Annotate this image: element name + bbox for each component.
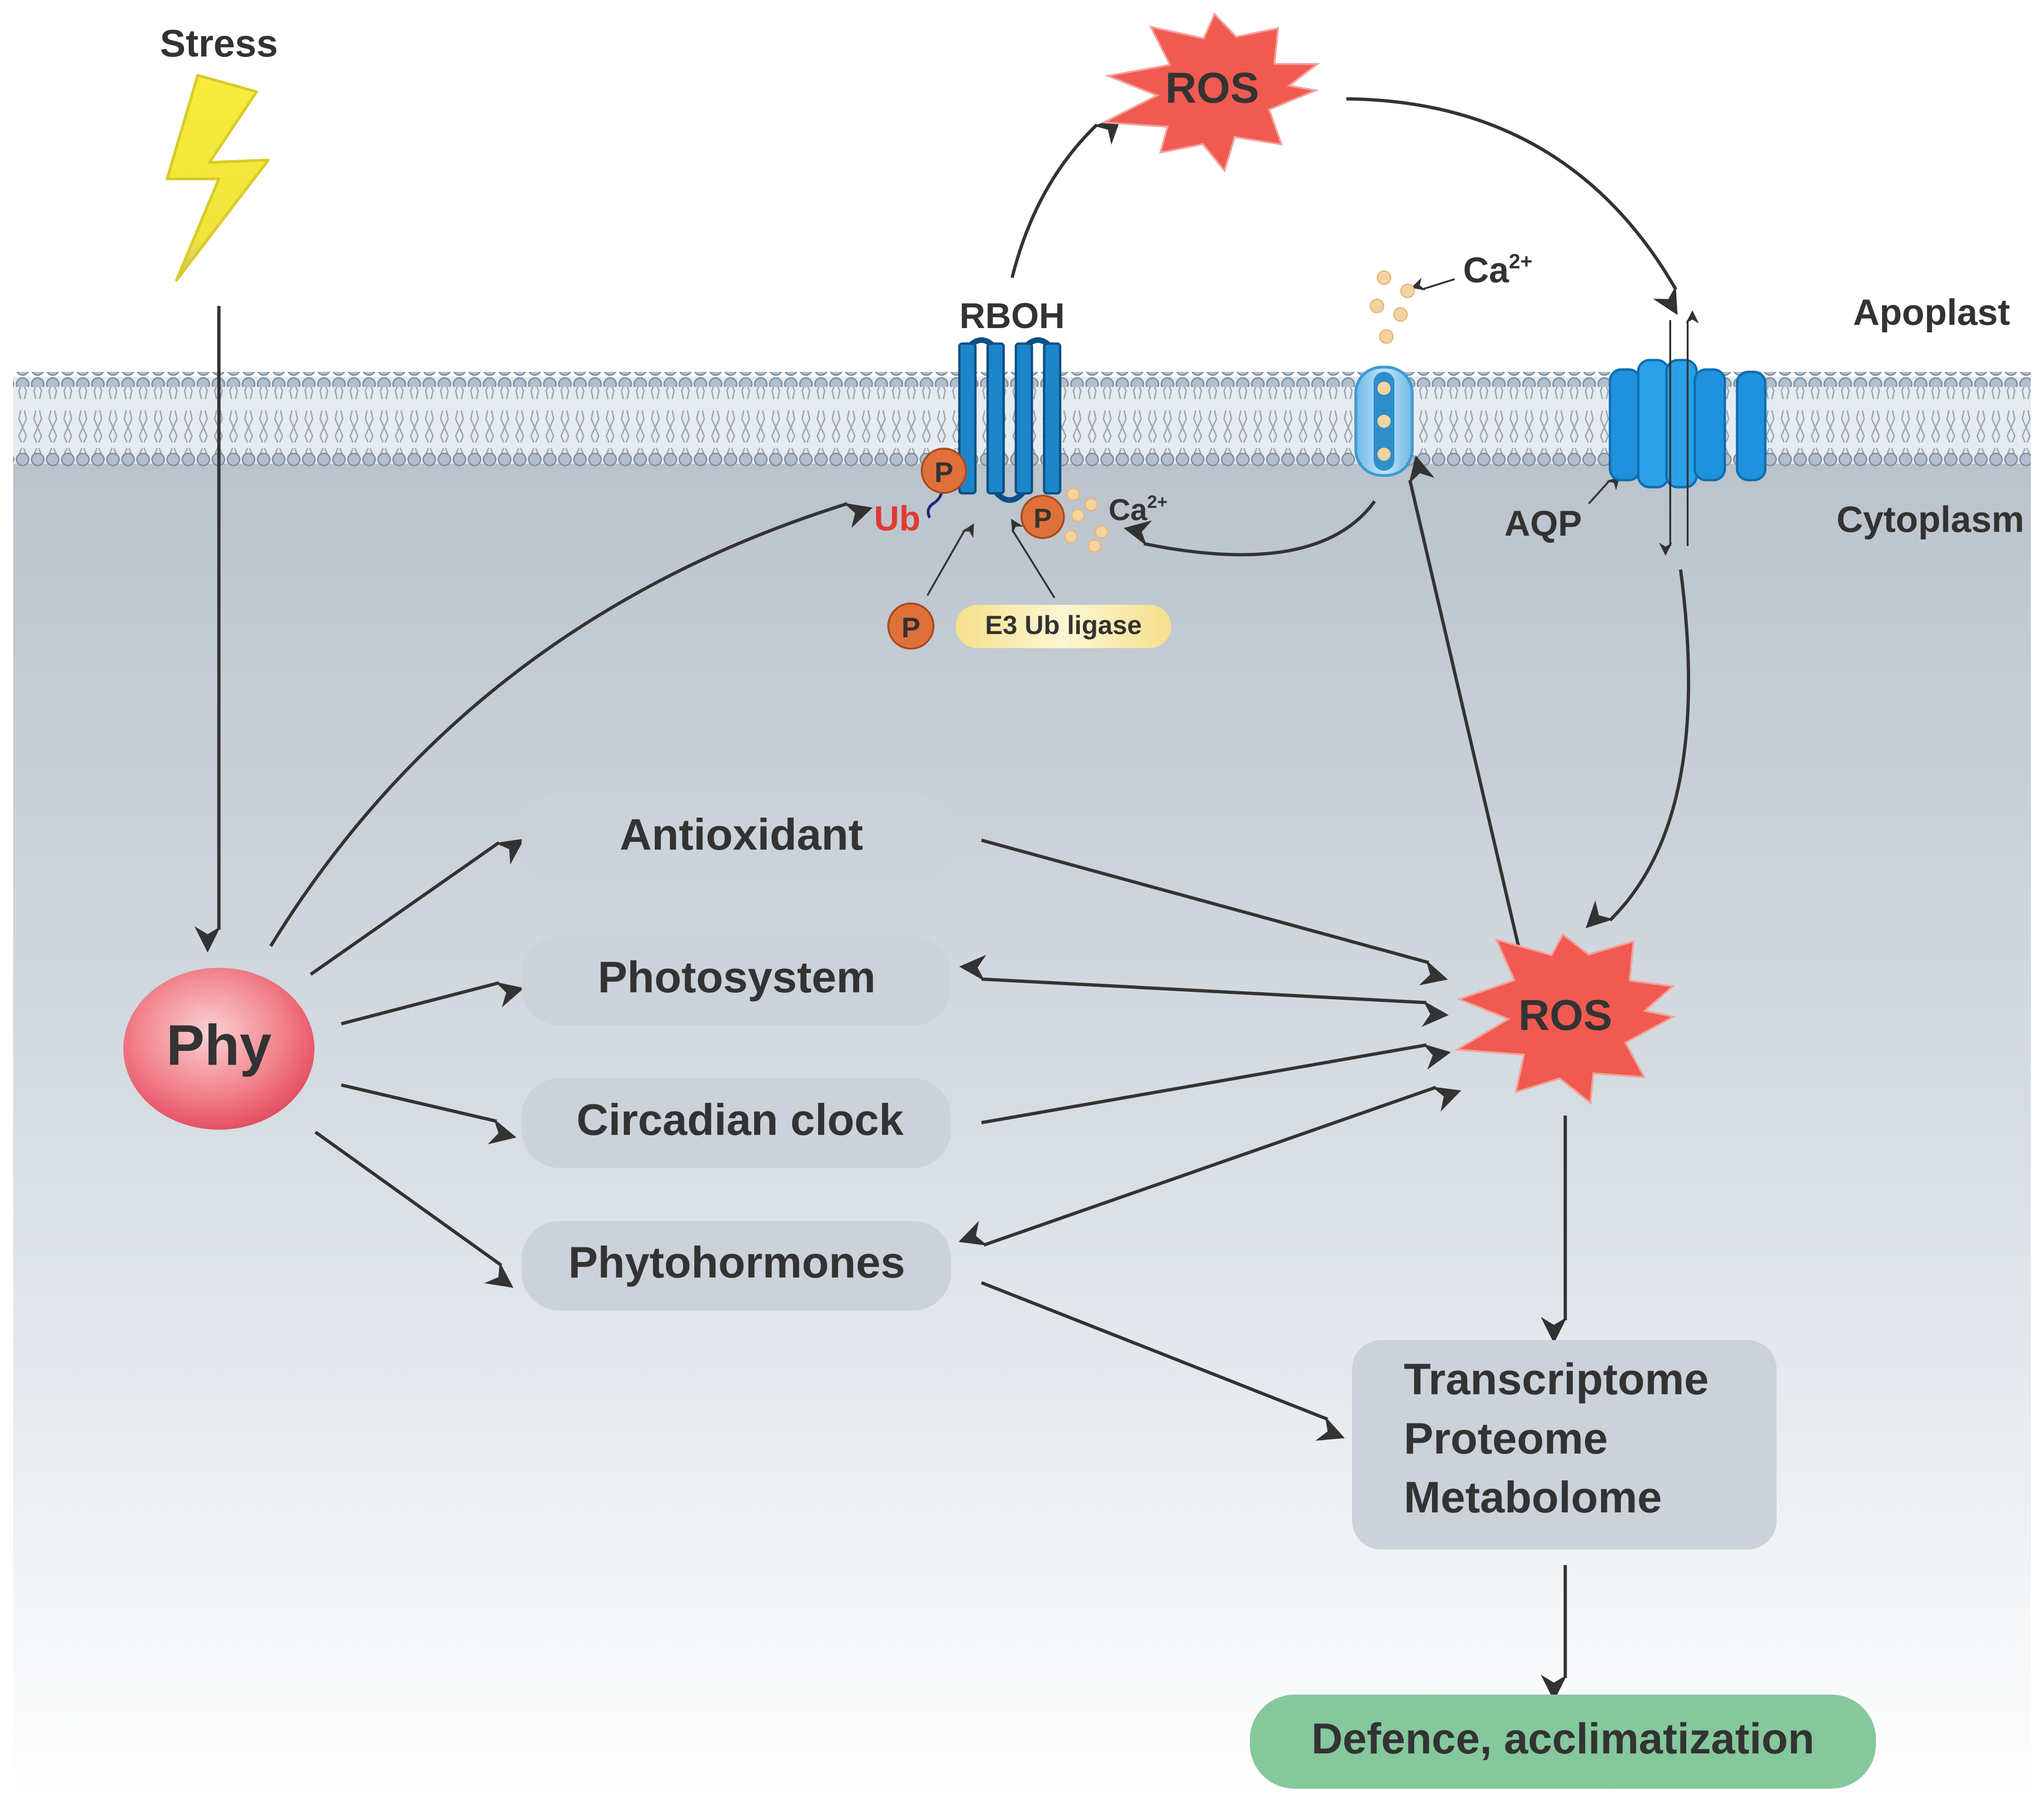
phospho-marker-rboh-right: P [1021, 495, 1065, 539]
apoplast-label: Apoplast [1853, 291, 2010, 333]
small-arrows [926, 277, 1620, 599]
process-label: Antioxidant [620, 810, 863, 859]
outcome-label: Defence, acclimatization [1312, 1715, 1815, 1763]
arrow-phy-to-circadian [341, 1083, 517, 1145]
arrow-ros-top-to-aqp [1346, 97, 1678, 315]
ca-dots-cyto [1064, 487, 1109, 553]
e3-label: E3 Ub ligase [985, 610, 1142, 640]
arrow-phytohormones-ros-bidirectional [958, 1085, 1461, 1247]
arrow-rboh-to-ros-top [1010, 117, 1121, 278]
omics-box: Transcriptome Proteome Metabolome [1352, 1340, 1777, 1550]
arrow-phy-to-phytohormones [314, 1131, 514, 1288]
arrow-phytohormones-to-omics [981, 1281, 1345, 1441]
outcome-pill: Defence, acclimatization [1250, 1695, 1876, 1789]
rboh-label: RBOH [959, 296, 1065, 336]
arrows [194, 97, 1690, 1701]
rboh-protein-icon [926, 337, 1062, 519]
arrow-aqp-label [1588, 476, 1620, 505]
phy-node: Phy [123, 968, 314, 1130]
arrow-phy-to-rboh [269, 502, 873, 947]
cytoplasm-label: Cytoplasm [1836, 498, 2024, 540]
ca-channel-icon [1354, 366, 1414, 477]
aqp-transport-arrows [1659, 310, 1699, 556]
process-phytohormones: Phytohormones [522, 1221, 951, 1310]
aquaporin-icon [1609, 359, 1767, 489]
stress-label: Stress [160, 22, 278, 65]
process-label: Photosystem [598, 952, 876, 1002]
phospho-label: P [1034, 503, 1052, 534]
phy-label: Phy [166, 1013, 272, 1077]
process-label: Circadian clock [577, 1095, 904, 1144]
ros-top-burst-icon [1100, 12, 1320, 173]
arrow-aqp-to-ros [1585, 569, 1690, 928]
ub-label: Ub [874, 499, 921, 538]
omics-transcriptome: Transcriptome [1404, 1354, 1709, 1404]
arrow-phy-to-antioxidant [309, 838, 524, 976]
omics-metabolome: Metabolome [1404, 1472, 1662, 1522]
phospho-marker-free: P [887, 603, 934, 650]
phospho-marker-rboh-left: P [921, 448, 967, 494]
arrow-channel-to-ca [1123, 500, 1376, 556]
e3-ligase-pill: E3 Ub ligase [956, 605, 1171, 648]
ca-dots-apoplast [1369, 270, 1415, 344]
arrow-ca-label [1411, 277, 1455, 290]
aqp-label: AQP [1505, 504, 1582, 544]
phospho-label: P [901, 612, 920, 643]
ros-center-label: ROS [1518, 991, 1612, 1039]
omics-proteome: Proteome [1404, 1414, 1608, 1463]
arrow-antioxidant-to-ros [981, 838, 1448, 986]
process-label: Phytohormones [568, 1238, 905, 1287]
ros-top-label: ROS [1165, 64, 1259, 112]
arrow-phy-to-photosystem [341, 981, 524, 1026]
lightning-bolt-icon [166, 74, 270, 281]
process-antioxidant: Antioxidant [522, 793, 951, 883]
ca-cyto-label: Ca2+ [1109, 492, 1167, 527]
arrow-ros-to-channel [1408, 455, 1532, 996]
process-photosystem: Photosystem [522, 936, 951, 1025]
arrow-e3-to-rboh [1011, 519, 1055, 599]
arrow-photosystem-ros-bidirectional [959, 955, 1449, 1027]
phospho-label: P [934, 457, 953, 488]
ros-center-burst-icon [1454, 932, 1676, 1105]
process-circadian-clock: Circadian clock [522, 1078, 951, 1168]
ca-apoplast-label: Ca2+ [1463, 250, 1532, 290]
arrow-p-to-rboh [926, 523, 974, 596]
